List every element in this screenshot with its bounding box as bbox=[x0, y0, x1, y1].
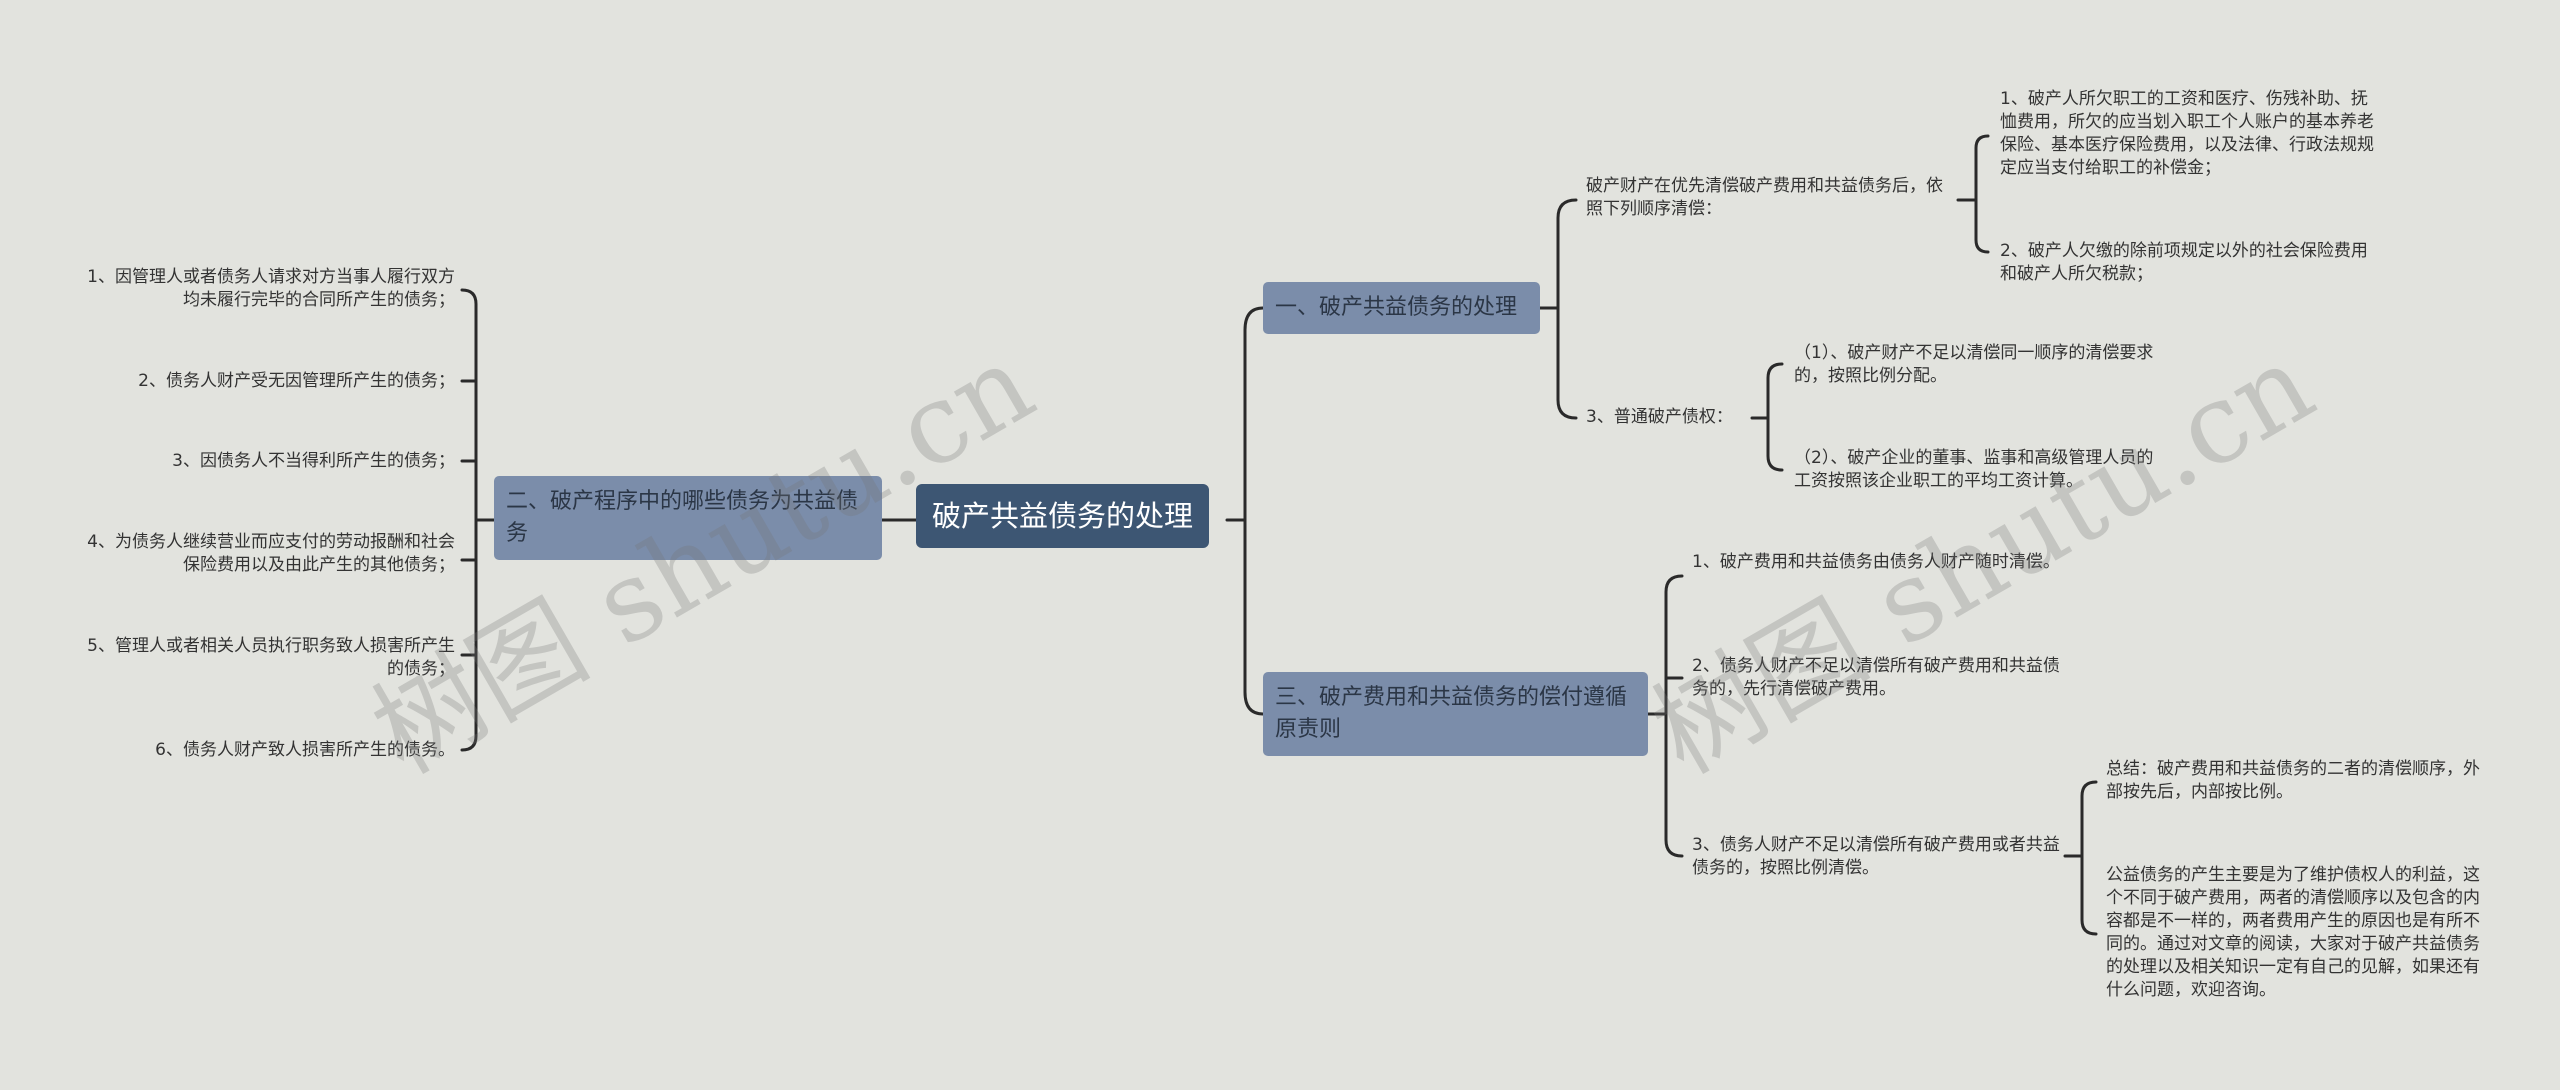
branch-3-label: 三、破产费用和共益债务的偿付遵循原责则 bbox=[1275, 685, 1628, 742]
link-b1-children bbox=[1538, 198, 1578, 420]
bracket-b3 bbox=[1646, 574, 1684, 858]
branch-node-1[interactable]: 一、破产共益债务的处理 bbox=[1263, 282, 1540, 334]
b3-child-3-sub-2[interactable]: 公益债务的产生主要是为了维护债权人的利益，这个不同于破产费用，两者的清偿顺序以及… bbox=[2106, 865, 2480, 1000]
b2-child-2[interactable]: 2、债务人财产受无因管理所产生的债务； bbox=[138, 371, 455, 391]
bracket-b3-sub bbox=[2063, 780, 2098, 936]
bracket-c1 bbox=[1956, 134, 1990, 254]
root-node[interactable]: 破产共益债务的处理 bbox=[916, 484, 1210, 548]
b2-child-1[interactable]: 1、因管理人或者债务人请求对方当事人履行双方均未履行完毕的合同所产生的债务； bbox=[87, 267, 455, 310]
b1-child-1-item-1[interactable]: 1、破产人所欠职工的工资和医疗、伤残补助、抚恤费用，所欠的应当划入职工个人账户的… bbox=[2000, 89, 2374, 178]
b2-child-6[interactable]: 6、债务人财产致人损害所产生的债务。 bbox=[155, 740, 455, 760]
branch-2-label: 二、破产程序中的哪些债务为共益债务 bbox=[506, 489, 859, 546]
b1-child-1-item-2[interactable]: 2、破产人欠缴的除前项规定以外的社会保险费用和破产人所欠税款； bbox=[2000, 241, 2368, 284]
link-root-right bbox=[1225, 306, 1265, 716]
b3-child-3[interactable]: 3、债务人财产不足以清偿所有破产费用或者共益债务的，按照比例清偿。 bbox=[1692, 835, 2060, 878]
branch-node-3[interactable]: 三、破产费用和共益债务的偿付遵循原责则 bbox=[1263, 672, 1648, 756]
bracket-c2 bbox=[1750, 362, 1784, 472]
b1-child-2[interactable]: 3、普通破产债权： bbox=[1586, 407, 1733, 427]
b2-child-3[interactable]: 3、因债务人不当得利所产生的债务； bbox=[172, 451, 455, 471]
b2-child-5[interactable]: 5、管理人或者相关人员执行职务致人损害所产生的债务； bbox=[87, 636, 455, 679]
branch-node-2[interactable]: 二、破产程序中的哪些债务为共益债务 bbox=[494, 476, 882, 560]
b1-child-1[interactable]: 破产财产在优先清偿破产费用和共益债务后，依照下列顺序清偿： bbox=[1586, 176, 1943, 219]
b3-child-3-sub-1[interactable]: 总结：破产费用和共益债务的二者的清偿顺序，外部按先后，内部按比例。 bbox=[2106, 759, 2480, 802]
b1-child-2-item-2[interactable]: （2）、破产企业的董事、监事和高级管理人员的工资按照该企业职工的平均工资计算。 bbox=[1794, 448, 2154, 491]
b3-child-1[interactable]: 1、破产费用和共益债务由债务人财产随时清偿。 bbox=[1692, 552, 2060, 572]
b1-child-2-item-1[interactable]: （1）、破产财产不足以清偿同一顺序的清偿要求的，按照比例分配。 bbox=[1794, 343, 2154, 386]
branch-1-label: 一、破产共益债务的处理 bbox=[1275, 295, 1518, 320]
b2-child-4[interactable]: 4、为债务人继续营业而应支付的劳动报酬和社会保险费用以及由此产生的其他债务； bbox=[87, 532, 455, 575]
bracket-b2 bbox=[460, 288, 496, 752]
root-label: 破产共益债务的处理 bbox=[932, 499, 1194, 533]
b3-child-2[interactable]: 2、债务人财产不足以清偿所有破产费用和共益债务的，先行清偿破产费用。 bbox=[1692, 656, 2060, 699]
